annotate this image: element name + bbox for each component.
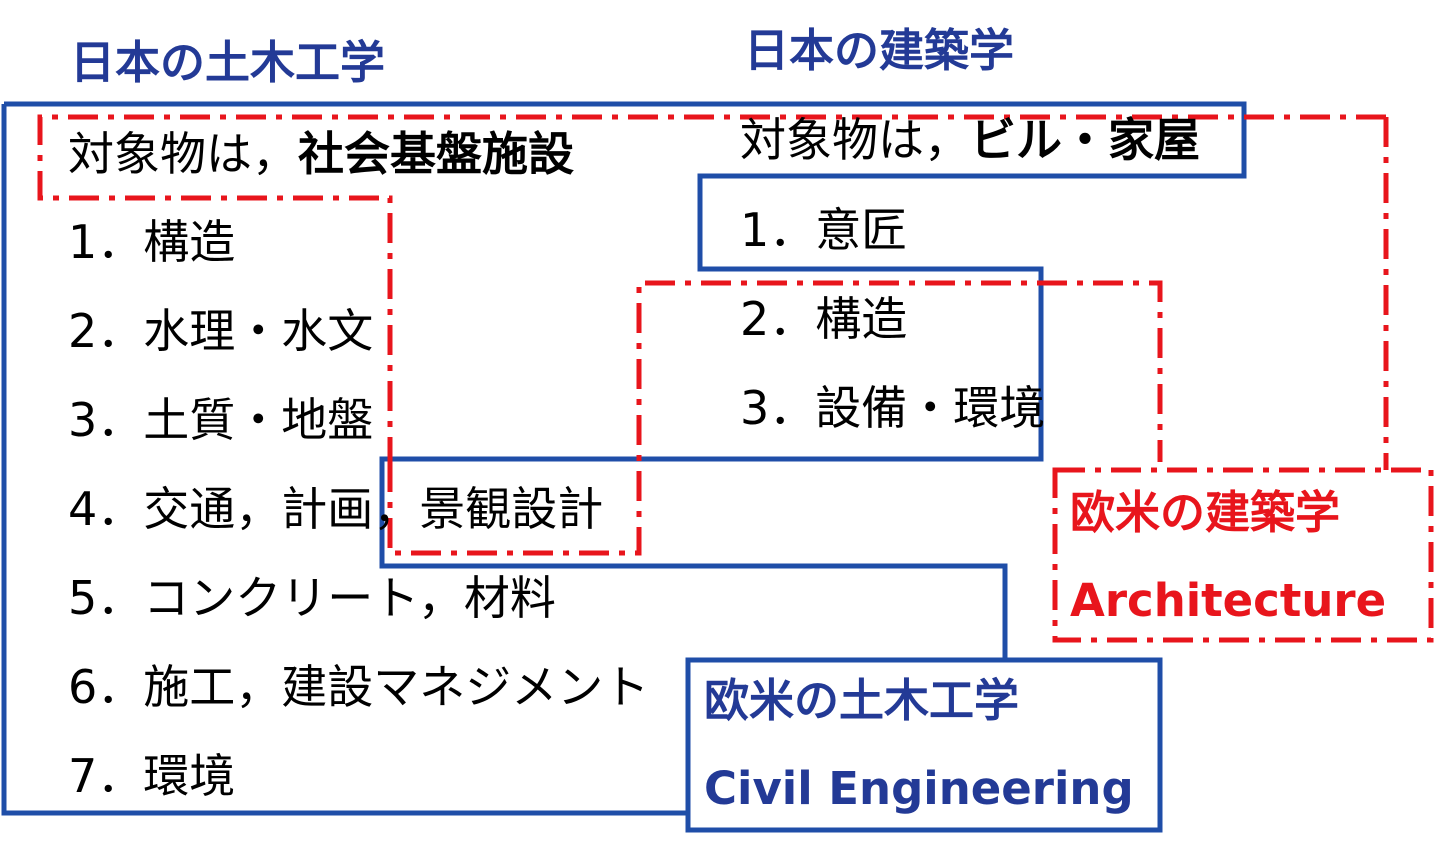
civil-item-2: 2．水理・水文 [68, 304, 374, 358]
western-civil-scope-outline-lower [1, 104, 688, 816]
western-civil-label-box [685, 657, 1163, 833]
civil-item-6: 6．施工，建設マネジメント [68, 660, 650, 714]
western-arch-scope-outline-landscape [387, 280, 1163, 556]
civil-item-7: 7．環境 [68, 749, 236, 803]
heading-japan-civil-engineering: 日本の土木工学 [70, 36, 386, 89]
civil-item-1: 1．構造 [68, 215, 236, 269]
heading-japan-architecture: 日本の建築学 [744, 24, 1015, 77]
civil-item-4: 4．交通，計画，景観設計 [68, 486, 603, 532]
label-western-civil-engineering-en: Civil Engineering [704, 762, 1134, 815]
civil-item-5: 5．コンクリート，材料 [68, 571, 556, 625]
western-arch-scope-outline-civil [37, 114, 1386, 462]
civil-item-4-text: 4．交通，計画， [68, 482, 420, 536]
arch-subject: ビル・家屋 [970, 113, 1200, 167]
civil-subject: 社会基盤施設 [298, 127, 574, 181]
civil-item-4-landscape: 景観設計 [419, 482, 604, 536]
arch-subject-prefix: 対象物は， [740, 113, 970, 167]
label-western-civil-engineering: 欧米の土木工学 [704, 674, 1020, 727]
western-arch-label-box [1052, 467, 1434, 643]
label-western-architecture-en: Architecture [1070, 574, 1387, 627]
civil-subject-prefix: 対象物は， [68, 127, 298, 181]
arch-item-3: 3．設備・環境 [740, 381, 1046, 435]
arch-item-1: 1．意匠 [740, 203, 908, 257]
western-civil-scope-outline [4, 101, 1247, 660]
civil-subject-line: 対象物は，社会基盤施設 [68, 131, 574, 177]
arch-subject-line: 対象物は，ビル・家屋 [740, 117, 1200, 163]
label-western-architecture: 欧米の建築学 [1070, 486, 1341, 539]
arch-item-2: 2．構造 [740, 292, 908, 346]
civil-item-3: 3．土質・地盤 [68, 393, 374, 447]
